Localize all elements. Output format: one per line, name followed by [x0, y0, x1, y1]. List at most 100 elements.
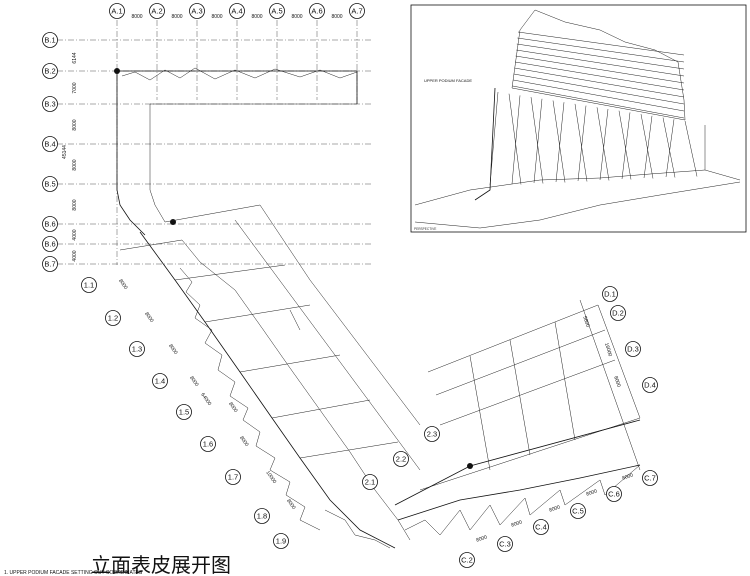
podium-fin	[599, 108, 609, 181]
dim-bottom-5: 8000	[621, 472, 634, 481]
grid-bubble-c2: C.2	[461, 556, 473, 565]
podium-fin	[555, 102, 565, 183]
grid-bubble-b4: B.4	[44, 140, 55, 149]
grid-a-bubbles: A.1 A.2 A.3 A.4 A.5 A.6 A.7	[109, 3, 365, 19]
tower-band	[516, 49, 685, 77]
grid-bubble-b6-alt: B.6	[44, 240, 55, 249]
dim-left-5: 8000	[72, 199, 78, 210]
grid-1-bubbles: 1.1 1.2 1.3 1.4 1.5 1.6 1.7 1.8 1.9	[81, 277, 289, 549]
dim-left-2: 7000	[72, 82, 78, 93]
grid-bubble-1-9: 1.9	[276, 537, 286, 546]
dim-diag-2: 8000	[143, 311, 154, 324]
podium-fin	[640, 114, 654, 179]
grid-bubble-a4: A.4	[231, 7, 242, 16]
podium-fin	[489, 91, 499, 186]
dim-diag-5: 8000	[227, 401, 238, 414]
grid-bubble-1-7: 1.7	[228, 473, 238, 482]
podium-fin	[574, 103, 588, 182]
dim-top-3: 8000	[211, 14, 222, 20]
grid-bubble-c4: C.4	[535, 523, 547, 532]
dim-diag-tail: 10000	[264, 470, 277, 485]
tower-band	[513, 79, 685, 112]
perspective-inset: UPPER PODIUM FACADE PERSPECTIVE	[410, 4, 747, 233]
grid-bubble-c7: C.7	[644, 474, 656, 483]
dim-right-3: 8000	[612, 375, 621, 388]
podium-fin	[596, 107, 610, 181]
grid-bubble-1-3: 1.3	[132, 345, 142, 354]
podium-fin	[577, 105, 587, 182]
tower-band	[514, 67, 685, 98]
podium-fin	[665, 119, 675, 178]
dim-diag-6: 8000	[238, 435, 249, 448]
grid-bubble-1-2: 1.2	[108, 314, 118, 323]
right-facade-wing	[394, 299, 641, 536]
tower-band	[512, 85, 685, 119]
podium-fin	[643, 115, 653, 179]
dim-diag-last: 8000	[285, 498, 296, 511]
tower-band	[515, 55, 685, 84]
grid-bubble-d2: D.2	[612, 309, 624, 318]
tower-band	[514, 61, 685, 91]
tower-band	[516, 43, 685, 70]
grid-bubble-1-1: 1.1	[84, 281, 94, 290]
grid-bubble-b7: B.7	[44, 260, 55, 269]
dim-right-2: 16000	[603, 342, 613, 357]
grid-bubble-d4: D.4	[644, 381, 656, 390]
grid-bubble-a6: A.6	[311, 7, 322, 16]
dim-bottom-1: 8000	[475, 534, 488, 543]
dim-diag-3: 8000	[167, 343, 178, 356]
dim-top-1: 8000	[131, 14, 142, 20]
grid-bubble-c5: C.5	[572, 507, 584, 516]
dimensions: 8000 8000 8000 8000 8000 8000 6144 7000 …	[62, 14, 634, 544]
grid-bubble-b5: B.5	[44, 180, 55, 189]
dim-left-6: 4000	[72, 229, 78, 240]
dim-left-1: 6144	[72, 52, 78, 63]
grid-d-bubbles: D.1 D.2 D.3 D.4	[602, 286, 658, 393]
grid-bubble-2-1: 2.1	[365, 478, 375, 487]
grid-lines	[57, 20, 372, 265]
grid-bubble-a2: A.2	[151, 7, 162, 16]
grid-bubble-1-5: 1.5	[179, 408, 189, 417]
podium-fin	[618, 110, 632, 180]
grid-bubble-a5: A.5	[271, 7, 282, 16]
podium-fin	[552, 100, 566, 183]
dim-diag-total: 64000	[199, 392, 212, 407]
dim-diag-1: 8000	[117, 278, 128, 291]
grid-bubble-a7: A.7	[351, 7, 362, 16]
dim-left-3: 8000	[72, 119, 78, 130]
grid-bubble-b1: B.1	[44, 36, 55, 45]
dim-top-6: 8000	[331, 14, 342, 20]
grid-bubble-d1: D.1	[604, 290, 616, 299]
grid-bubble-1-8: 1.8	[257, 512, 267, 521]
dim-top-5: 8000	[291, 14, 302, 20]
grid-bubble-b6: B.6	[44, 220, 55, 229]
upper-podium-plan	[114, 67, 358, 236]
tower-band	[517, 31, 685, 56]
grid-bubble-b3: B.3	[44, 100, 55, 109]
tower-band	[517, 37, 685, 63]
dim-left-total: 45144	[62, 145, 68, 159]
podium-fin	[508, 93, 522, 185]
dim-diag-4: 8000	[188, 375, 199, 388]
diagonal-facade-wing	[119, 204, 421, 549]
podium-fin	[621, 112, 631, 180]
podium-fin	[662, 117, 676, 178]
podium-fin	[530, 97, 544, 184]
perspective-heading: UPPER PODIUM FACADE	[424, 78, 472, 83]
grid-bubble-c6: C.6	[608, 490, 620, 499]
dim-right-1: 5800	[581, 315, 590, 328]
podium-fin	[684, 120, 698, 177]
grid-bubble-a3: A.3	[191, 7, 202, 16]
podium-fin	[511, 95, 521, 185]
dim-top-4: 8000	[251, 14, 262, 20]
dim-top-2: 8000	[171, 14, 182, 20]
grid-bubble-1-4: 1.4	[155, 377, 165, 386]
grid-bubble-b2: B.2	[44, 67, 55, 76]
grid-bubble-c3: C.3	[499, 540, 511, 549]
grid-c-bubbles: C.2 C.3 C.4 C.5 C.6 C.7	[459, 470, 658, 568]
dim-bottom-3: 8000	[548, 504, 561, 513]
grid-bubble-2-3: 2.3	[427, 430, 437, 439]
dim-left-7: 4000	[72, 250, 78, 261]
grid-b-bubbles: B.1 B.2 B.3 B.4 B.5 B.6 B.6 B.7	[42, 32, 58, 272]
